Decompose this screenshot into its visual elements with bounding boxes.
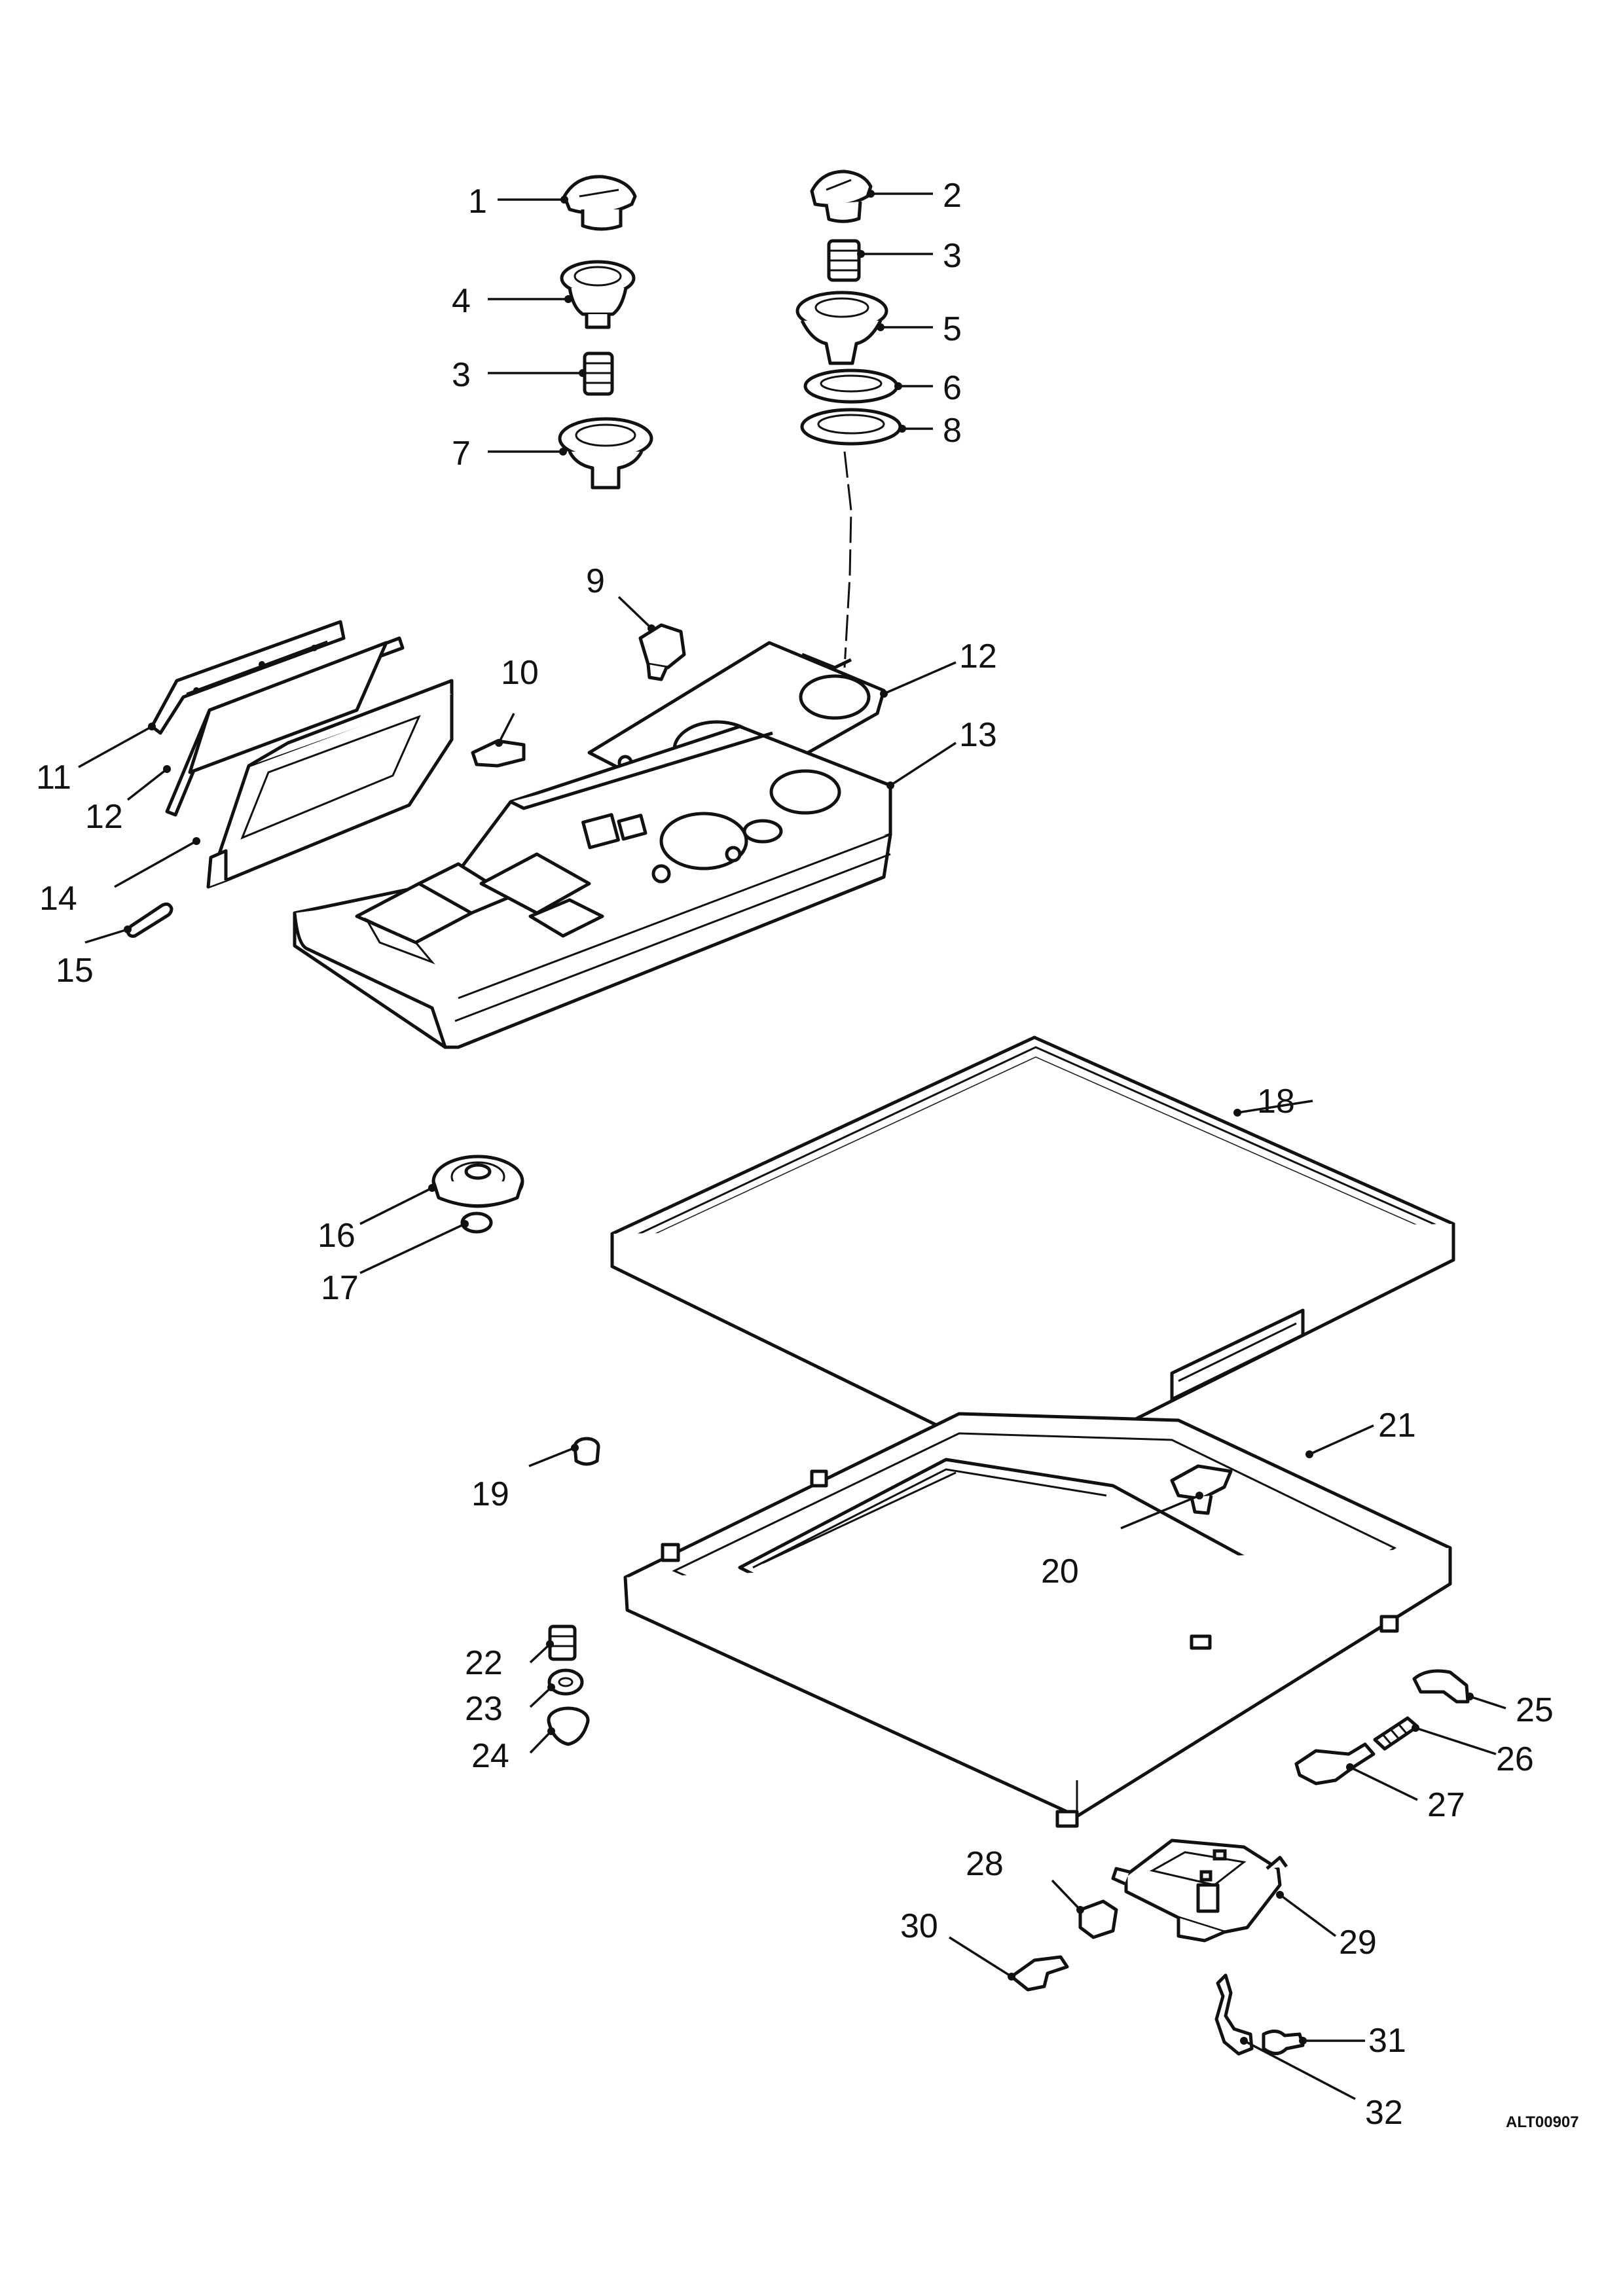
callout-2: 2: [943, 177, 962, 215]
callout-30: 30: [900, 1907, 938, 1945]
part-2-knob: [810, 170, 873, 223]
callout-22: 22: [465, 1644, 503, 1682]
callout-7: 7: [452, 435, 471, 473]
part-12-panel-left: [165, 636, 405, 817]
callout-19: 19: [471, 1475, 509, 1513]
callout-15: 15: [56, 952, 94, 990]
drawing-code: ALT00907: [1506, 2113, 1579, 2131]
callout-25: 25: [1516, 1691, 1554, 1729]
callout-6: 6: [943, 369, 962, 407]
part-5-bushing: [795, 291, 888, 365]
part-7-base: [558, 417, 653, 490]
part-20-latch: [1170, 1464, 1233, 1515]
callout-12: 12: [959, 637, 997, 675]
part-9-small-knob: [638, 623, 686, 681]
callout-5: 5: [943, 310, 962, 348]
callout-4: 4: [452, 282, 471, 320]
part-4-bushing: [560, 260, 636, 329]
callout-3: 3: [452, 356, 471, 394]
part-30-lever: [1010, 1955, 1069, 1992]
callout-31: 31: [1368, 2022, 1406, 2060]
part-3-spring-right: [827, 239, 861, 282]
callout-27: 27: [1427, 1786, 1465, 1824]
part-31-bolt: [1262, 2030, 1305, 2055]
callout-3: 3: [943, 237, 962, 275]
callout-24: 24: [471, 1737, 509, 1775]
part-18-lid: [610, 1035, 1455, 1473]
part-14-bezel: [206, 679, 454, 889]
callout-29: 29: [1339, 1924, 1377, 1962]
callout-21: 21: [1378, 1407, 1416, 1444]
part-23-washer: [547, 1668, 584, 1696]
callout-13: 13: [959, 716, 997, 754]
callout-14: 14: [39, 880, 77, 918]
callout-16: 16: [318, 1217, 356, 1255]
part-19-plug: [573, 1437, 600, 1466]
part-27-catch: [1294, 1742, 1376, 1785]
callout-labels: 1 2 3 3 4 5 6 7 8 9 10 11 12 12 13 14 15…: [36, 177, 1554, 2132]
part-15-pin: [126, 902, 173, 938]
callout-11: 11: [36, 759, 71, 797]
callout-1: 1: [468, 183, 487, 221]
callout-28: 28: [966, 1845, 1004, 1883]
part-24-cap: [547, 1706, 590, 1746]
part-16-switch: [431, 1155, 524, 1208]
callout-23: 23: [465, 1690, 503, 1728]
part-28-bracket: [1078, 1899, 1118, 1939]
part-21-frame: [623, 1412, 1452, 1828]
callout-26: 26: [1496, 1740, 1534, 1778]
part-29-lock-assembly: [1111, 1839, 1288, 1943]
callout-32: 32: [1365, 2094, 1403, 2132]
part-32-arm: [1214, 1973, 1254, 2056]
part-22-spring: [548, 1624, 577, 1661]
part-8-ring: [800, 408, 902, 446]
part-13-console: [293, 725, 892, 1049]
part-1-knob: [562, 175, 637, 231]
part-6-ring: [803, 368, 899, 404]
callout-18: 18: [1257, 1083, 1295, 1121]
part-26-spring: [1373, 1716, 1419, 1751]
callout-12: 12: [85, 798, 123, 836]
assembly-line: [843, 451, 852, 668]
callout-20: 20: [1041, 1552, 1079, 1590]
part-3-spring-left: [583, 351, 614, 396]
callout-10: 10: [501, 654, 539, 692]
callout-9: 9: [586, 562, 605, 600]
part-11-panel: [150, 620, 346, 735]
part-25-hook: [1412, 1669, 1470, 1704]
callout-8: 8: [943, 412, 962, 450]
callout-17: 17: [321, 1269, 359, 1307]
leader-lines: [78, 190, 1506, 2100]
